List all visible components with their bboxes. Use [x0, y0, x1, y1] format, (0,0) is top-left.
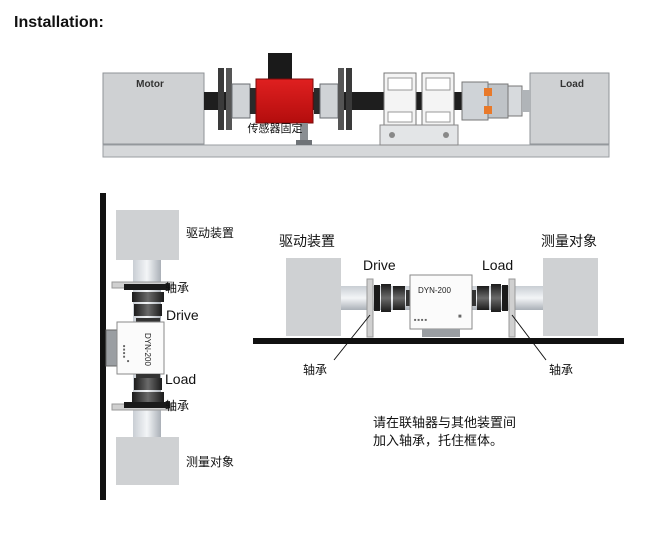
horizontal-sensor-model: DYN-200 [418, 286, 451, 295]
h-load-label: Load [482, 257, 513, 273]
base-rail [102, 144, 610, 158]
bearing-housings [379, 72, 459, 146]
measured-object-block [116, 437, 179, 485]
h-measured-object-label: 测量对象 [541, 234, 597, 250]
page-title: Installation: [14, 14, 104, 31]
h-measured-object-block [543, 258, 598, 336]
drive-device-block [116, 210, 179, 260]
h-drive-device-block [286, 258, 341, 336]
vertical-frame-bar [100, 193, 106, 500]
h-drive-device-label: 驱动装置 [279, 234, 335, 250]
h-drive-label: Drive [363, 257, 396, 273]
torque-sensor-red [255, 53, 314, 145]
vertical-bearing-top-label: 轴承 [165, 280, 189, 295]
top-assembly-diagram: Motor Load 传感器固定 [102, 53, 610, 158]
svg-text:■ ■ ■ ■: ■ ■ ■ ■ [414, 317, 428, 322]
vertical-drive-label: Drive [166, 307, 199, 323]
vertical-measured-object-label: 测量对象 [186, 455, 234, 469]
right-bearing-leader [511, 314, 547, 361]
vertical-drive-device-label: 驱动装置 [186, 226, 234, 240]
left-coupling [218, 68, 256, 130]
horizontal-mounting-diagram: DYN-200 ■ ■ ■ ■ ■ 驱动装置 Drive Load 测量对象 轴… [253, 234, 624, 377]
right-coupling [314, 68, 352, 130]
vertical-mounting-diagram: DYN-200 ■ ■ ■ ■ ■ 驱动装置 轴承 Drive Load 轴承 … [100, 193, 234, 500]
note-line-2: 加入轴承，托住框体。 [373, 434, 503, 449]
svg-text:■: ■ [458, 314, 462, 320]
svg-text:■ ■ ■ ■: ■ ■ ■ ■ [122, 345, 127, 359]
sensor-connector [268, 53, 292, 79]
note-line-1: 请在联轴器与其他装置间 [373, 416, 516, 431]
vertical-load-label: Load [165, 371, 196, 387]
svg-text:■: ■ [126, 360, 131, 363]
vertical-bearing-bottom-label: 轴承 [165, 398, 189, 413]
load-block [529, 72, 610, 145]
h-bearing-left-label: 轴承 [303, 362, 327, 377]
vertical-sensor-model: DYN-200 [143, 333, 152, 366]
horizontal-frame-bar [253, 338, 624, 344]
motor-label: Motor [136, 79, 164, 90]
sensor-fixed-note: 传感器固定 [248, 121, 303, 135]
h-bearing-right-label: 轴承 [549, 362, 573, 377]
left-bearing-leader [333, 314, 371, 361]
load-side-coupler [461, 81, 530, 121]
load-label: Load [560, 79, 584, 90]
